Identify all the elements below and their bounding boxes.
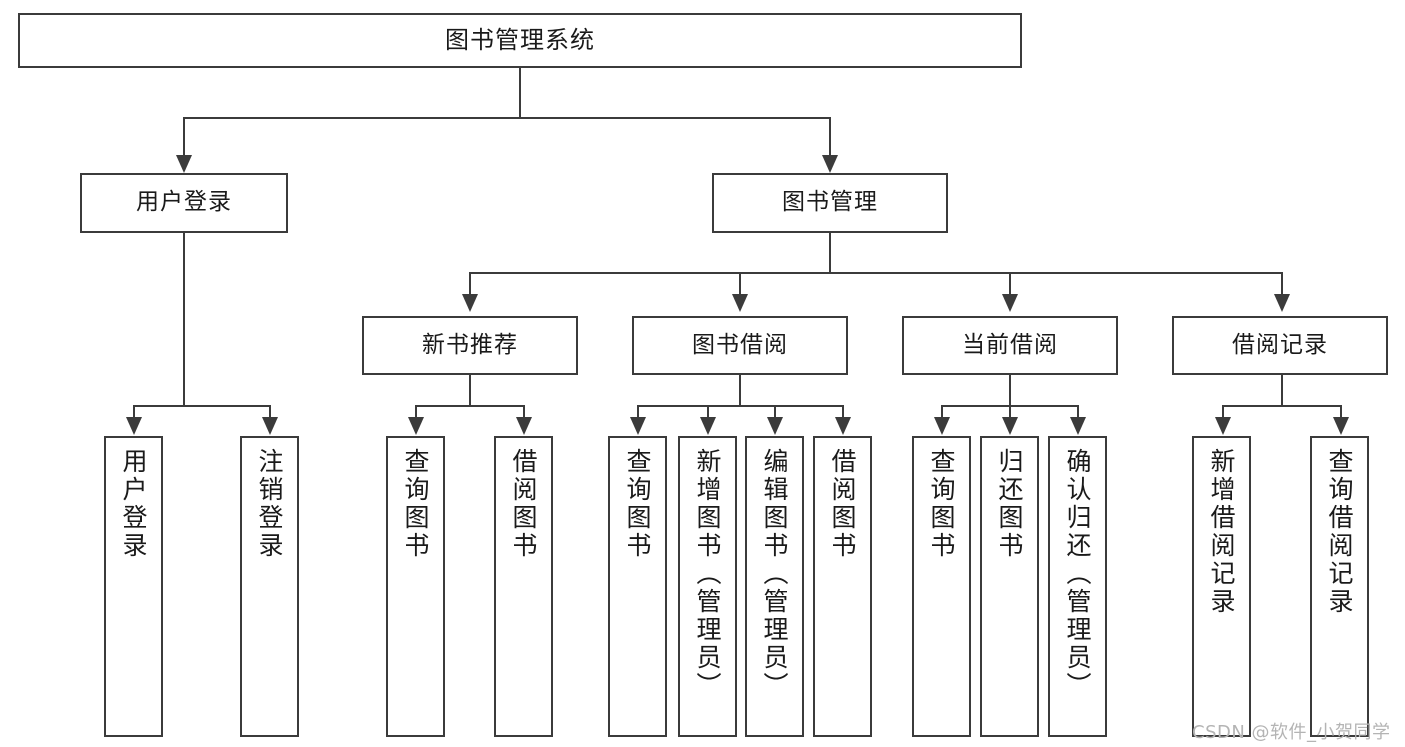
connector-borrow-record-stem <box>1281 375 1283 405</box>
connector-book-manage-child-3 <box>1009 272 1011 296</box>
connector-user-login-stem <box>183 233 185 405</box>
leaf-label: 用户登录 <box>119 448 148 560</box>
leaf-label: 新增借阅记录 <box>1207 448 1236 616</box>
connector-user-login-bar <box>133 405 270 407</box>
connector-root-to-book-manage <box>829 117 831 157</box>
arrow-to-leaf-borrow-record-2 <box>1333 417 1349 435</box>
connector-book-borrow-bar <box>637 405 843 407</box>
node-root-library-system[interactable]: 图书管理系统 <box>18 13 1022 68</box>
arrow-to-leaf-new-book-1 <box>408 417 424 435</box>
connector-book-borrow-stem <box>739 375 741 405</box>
arrow-to-borrow-record <box>1274 294 1290 312</box>
leaf-book-borrow-add-book-admin[interactable]: 新增图书（管理员） <box>678 436 737 737</box>
connector-book-manage-child-1 <box>469 272 471 296</box>
leaf-user-login-login[interactable]: 用户登录 <box>104 436 163 737</box>
connector-book-manage-stem <box>829 233 831 272</box>
leaf-label: 新增图书（管理员） <box>693 448 722 700</box>
arrow-to-leaf-user-login-2 <box>262 417 278 435</box>
node-user-login[interactable]: 用户登录 <box>80 173 288 233</box>
arrow-to-leaf-book-borrow-4 <box>835 417 851 435</box>
arrow-to-leaf-user-login-1 <box>126 417 142 435</box>
leaf-label: 查询图书 <box>623 448 652 560</box>
connector-new-book-bar <box>415 405 524 407</box>
node-book-borrow[interactable]: 图书借阅 <box>632 316 848 375</box>
arrow-to-leaf-current-borrow-2 <box>1002 417 1018 435</box>
connector-root-to-user-login <box>183 117 185 157</box>
leaf-new-book-borrow-books[interactable]: 借阅图书 <box>494 436 553 737</box>
arrow-to-leaf-new-book-2 <box>516 417 532 435</box>
connector-book-borrow-leaf-1 <box>637 405 639 419</box>
leaf-label: 查询图书 <box>927 448 956 560</box>
node-book-management[interactable]: 图书管理 <box>712 173 948 233</box>
connector-book-manage-bar <box>469 272 1281 274</box>
leaf-book-borrow-edit-book-admin[interactable]: 编辑图书（管理员） <box>745 436 804 737</box>
leaf-current-borrow-query-books[interactable]: 查询图书 <box>912 436 971 737</box>
connector-new-book-stem <box>469 375 471 405</box>
leaf-label: 确认归还（管理员） <box>1063 448 1092 700</box>
connector-borrow-record-leaf-2 <box>1340 405 1342 419</box>
node-label: 借阅记录 <box>1232 331 1328 358</box>
leaf-label: 查询图书 <box>401 448 430 560</box>
connector-book-manage-child-2 <box>739 272 741 296</box>
connector-current-borrow-leaf-1 <box>941 405 943 419</box>
leaf-label: 查询借阅记录 <box>1325 448 1354 616</box>
leaf-current-borrow-return-books[interactable]: 归还图书 <box>980 436 1039 737</box>
arrow-to-new-book-recommend <box>462 294 478 312</box>
node-label: 图书管理 <box>782 189 878 216</box>
leaf-label: 借阅图书 <box>828 448 857 560</box>
node-label: 图书管理系统 <box>445 26 595 55</box>
arrow-to-user-login <box>176 155 192 173</box>
connector-book-manage-child-4 <box>1281 272 1283 296</box>
connector-root-stem <box>519 68 521 117</box>
arrow-to-leaf-current-borrow-3 <box>1070 417 1086 435</box>
connector-current-borrow-leaf-3 <box>1077 405 1079 419</box>
leaf-book-borrow-query-books[interactable]: 查询图书 <box>608 436 667 737</box>
connector-borrow-record-leaf-1 <box>1222 405 1224 419</box>
arrow-to-leaf-book-borrow-3 <box>767 417 783 435</box>
leaf-label: 编辑图书（管理员） <box>760 448 789 700</box>
connector-user-login-leaf-1 <box>133 405 135 419</box>
connector-new-book-leaf-1 <box>415 405 417 419</box>
leaf-borrow-record-add-record[interactable]: 新增借阅记录 <box>1192 436 1251 737</box>
leaf-new-book-query-books[interactable]: 查询图书 <box>386 436 445 737</box>
connector-book-borrow-leaf-3 <box>774 405 776 419</box>
node-label: 用户登录 <box>136 189 232 216</box>
leaf-user-login-logout[interactable]: 注销登录 <box>240 436 299 737</box>
connector-root-bar <box>183 117 830 119</box>
connector-book-borrow-leaf-4 <box>842 405 844 419</box>
leaf-borrow-record-query-record[interactable]: 查询借阅记录 <box>1310 436 1369 737</box>
node-label: 图书借阅 <box>692 331 788 358</box>
csdn-watermark: CSDN @软件_小贺同学 <box>1192 722 1391 743</box>
arrow-to-current-borrow <box>1002 294 1018 312</box>
arrow-to-book-borrow <box>732 294 748 312</box>
connector-current-borrow-leaf-2 <box>1009 405 1011 419</box>
connector-user-login-leaf-2 <box>269 405 271 419</box>
connector-current-borrow-stem <box>1009 375 1011 405</box>
arrow-to-book-manage <box>822 155 838 173</box>
node-current-borrow[interactable]: 当前借阅 <box>902 316 1118 375</box>
arrow-to-leaf-borrow-record-1 <box>1215 417 1231 435</box>
node-borrow-record[interactable]: 借阅记录 <box>1172 316 1388 375</box>
leaf-label: 归还图书 <box>995 448 1024 560</box>
leaf-label: 注销登录 <box>255 448 284 560</box>
node-new-book-recommend[interactable]: 新书推荐 <box>362 316 578 375</box>
connector-book-borrow-leaf-2 <box>707 405 709 419</box>
arrow-to-leaf-current-borrow-1 <box>934 417 950 435</box>
node-label: 当前借阅 <box>962 331 1058 358</box>
connector-new-book-leaf-2 <box>523 405 525 419</box>
leaf-current-borrow-confirm-return-admin[interactable]: 确认归还（管理员） <box>1048 436 1107 737</box>
leaf-label: 借阅图书 <box>509 448 538 560</box>
connector-borrow-record-bar <box>1222 405 1341 407</box>
arrow-to-leaf-book-borrow-1 <box>630 417 646 435</box>
arrow-to-leaf-book-borrow-2 <box>700 417 716 435</box>
leaf-book-borrow-borrow-books[interactable]: 借阅图书 <box>813 436 872 737</box>
node-label: 新书推荐 <box>422 331 518 358</box>
